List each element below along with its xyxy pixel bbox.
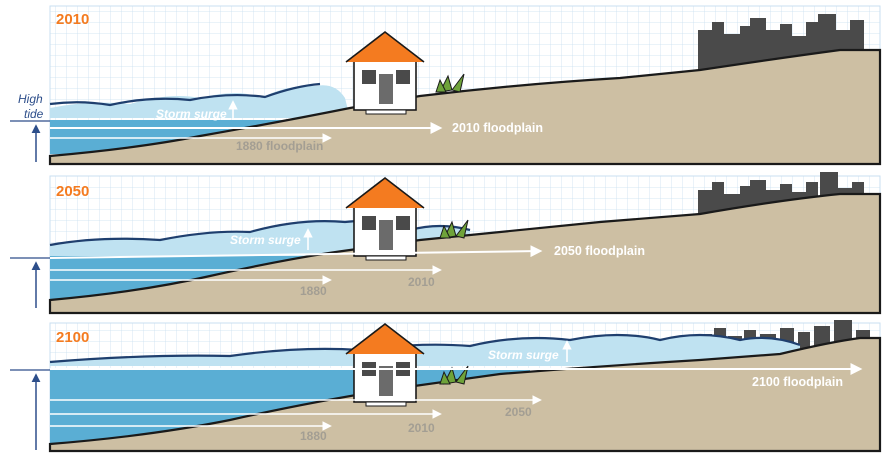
year-label: 2010 [56, 11, 89, 28]
year-label: 2050 [56, 183, 89, 200]
old-floodplain-label-1880: 1880 [300, 429, 327, 443]
floodplain-label: 2010 floodplain [452, 121, 543, 135]
storm-surge-label: Storm surge [156, 107, 227, 121]
storm-surge-water [50, 335, 800, 366]
surge-waterline [49, 333, 801, 364]
old-floodplain-label-1880: 1880 [300, 284, 327, 298]
floodplain-label: 2050 floodplain [554, 244, 645, 258]
floodplain-label: 2100 floodplain [752, 375, 843, 389]
year-label: 2100 [56, 329, 89, 346]
house-icon [345, 30, 425, 115]
land [48, 48, 882, 166]
storm-surge-label: Storm surge [488, 348, 559, 362]
old-floodplain-label-2050: 2050 [505, 405, 532, 419]
surge-waterline [49, 82, 321, 107]
storm-surge-label: Storm surge [230, 233, 301, 247]
panel-2050: 2050 Storm surge 2050 floodplain 1880 20… [10, 172, 882, 315]
panel-2010: 2010 Storm surge 2010 floodplain 1880 fl… [10, 5, 882, 166]
high-tide-label-line2: tide [24, 107, 44, 121]
panel-2100: 2100 Storm surge 2100 floodplain 1880 20… [10, 320, 882, 453]
old-floodplain-label: 1880 floodplain [236, 139, 323, 153]
old-floodplain-label-2010: 2010 [408, 421, 435, 435]
floodplain-2050-arrow [49, 245, 543, 259]
old-floodplain-label-2010: 2010 [408, 275, 435, 289]
plant-icon [439, 219, 469, 239]
plant-icon [435, 73, 465, 93]
land [48, 336, 882, 453]
plant-icon [439, 365, 469, 385]
house-icon [345, 176, 425, 261]
high-tide-label-line1: High [18, 92, 43, 106]
